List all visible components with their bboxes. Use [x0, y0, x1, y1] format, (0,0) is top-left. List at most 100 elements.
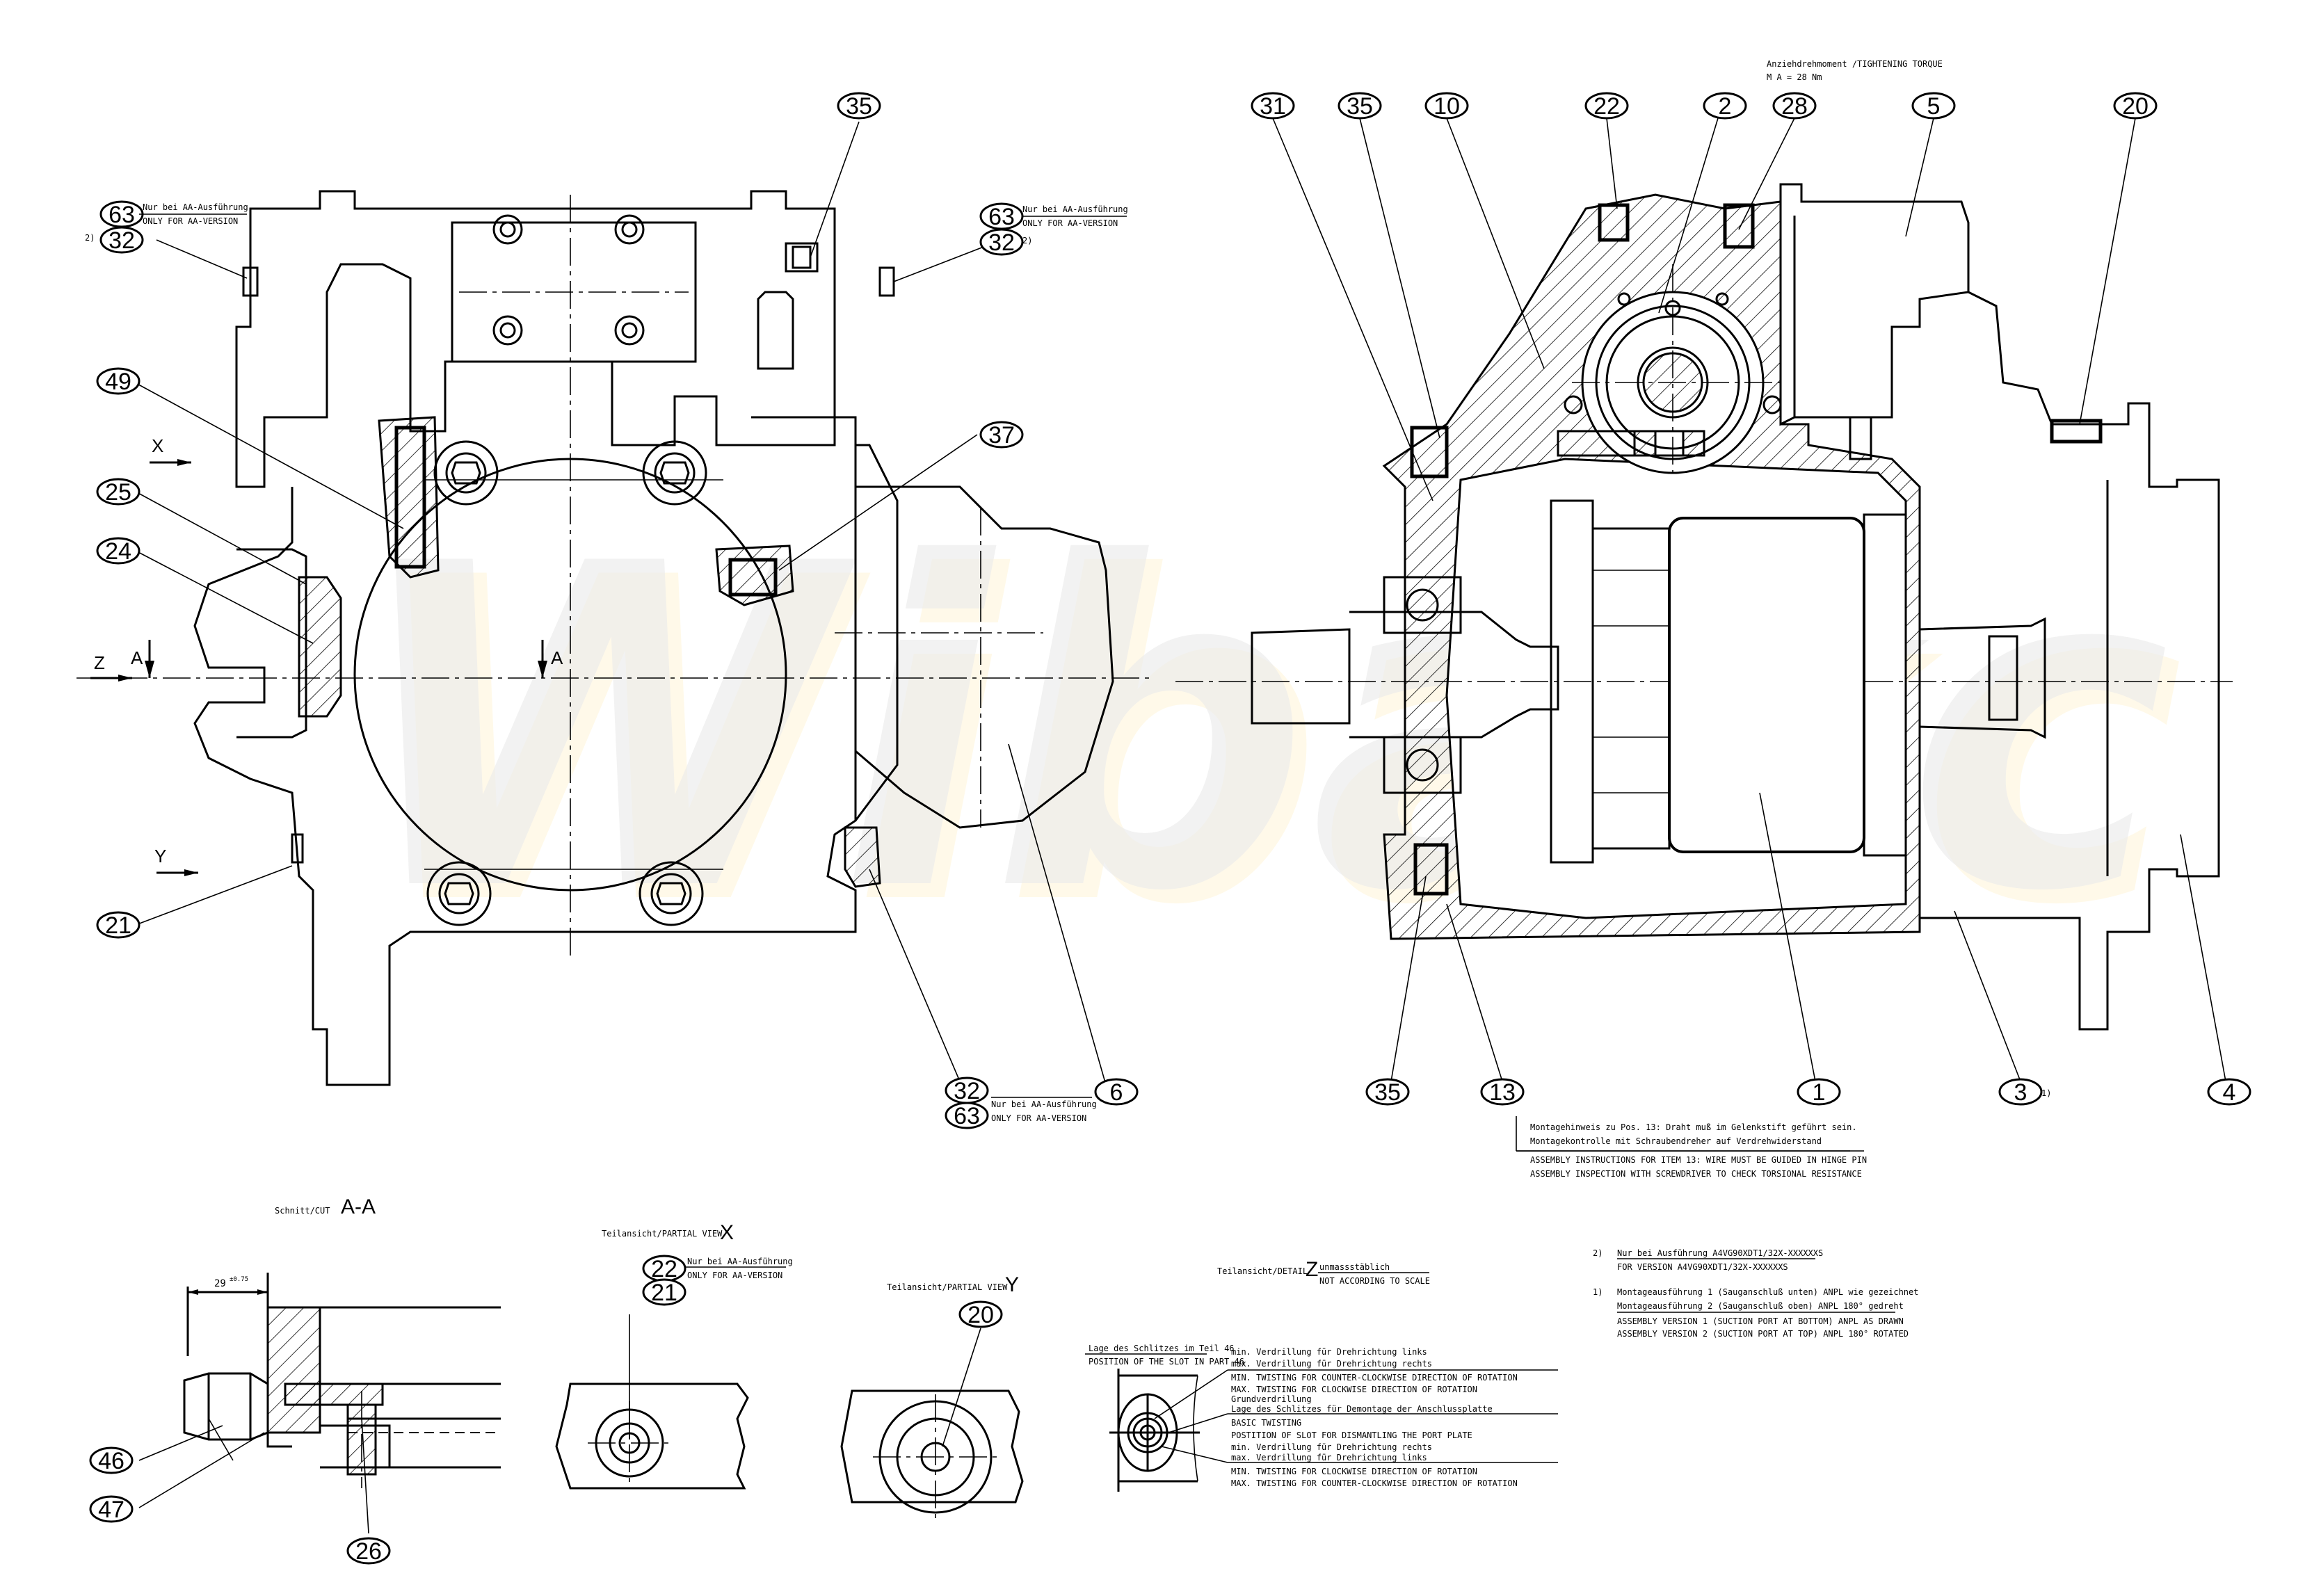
balloon-outline: [89, 1495, 134, 1523]
section-a-letter: A: [131, 647, 143, 668]
balloon-outline: [96, 537, 140, 565]
svg-text:ASSEMBLY VERSION 2 (SUCTION PO: ASSEMBLY VERSION 2 (SUCTION PORT AT TOP)…: [1617, 1329, 1909, 1339]
balloon-outline: [642, 1278, 686, 1306]
item-balloon: 10: [1424, 92, 1469, 120]
svg-text:Grundverdrillung: Grundverdrillung: [1231, 1394, 1312, 1404]
item-balloon: 6: [1094, 1078, 1139, 1106]
balloon-outline: [1251, 92, 1295, 120]
balloon-number: 22: [651, 1256, 677, 1282]
item-balloon: 21: [96, 911, 140, 939]
svg-text:Nur bei AA-Ausführung: Nur bei AA-Ausführung: [143, 202, 248, 212]
balloon-outline: [979, 421, 1024, 449]
item-balloon: 35: [1338, 92, 1382, 120]
svg-text:ONLY FOR AA-VERSION: ONLY FOR AA-VERSION: [687, 1271, 782, 1280]
balloon-number: 28: [1781, 93, 1808, 120]
item-balloon: 31: [1251, 92, 1295, 120]
item-balloon: 47: [89, 1495, 134, 1523]
torque-note: Anziehdrehmoment /TIGHTENING TORQUE M A …: [1767, 59, 1943, 82]
partial-x-title: Teilansicht/PARTIAL VIEW X Nur bei AA-Au…: [602, 1221, 793, 1280]
item-balloon: 21: [642, 1278, 686, 1306]
balloon-number: 31: [1260, 93, 1286, 120]
balloon-number: 35: [1347, 93, 1373, 120]
partial-view-x: [555, 1383, 749, 1490]
svg-text:Nur bei AA-Ausführung: Nur bei AA-Ausführung: [687, 1257, 793, 1266]
cut-aa-title: Schnitt/CUT A-A 29 ±0.75: [214, 1195, 376, 1289]
balloon-number: 4: [2223, 1079, 2236, 1106]
svg-text:2): 2): [1593, 1248, 1603, 1258]
balloon-outline: [2207, 1078, 2251, 1106]
balloon-number: 46: [98, 1448, 125, 1474]
svg-text:min. Verdrillung für Drehricht: min. Verdrillung für Drehrichtung links: [1231, 1347, 1427, 1357]
balloon-outline: [837, 92, 881, 120]
balloon-number: 32: [954, 1078, 980, 1104]
balloon-outline: [1365, 1078, 1410, 1106]
svg-text:ONLY FOR AA-VERSION: ONLY FOR AA-VERSION: [143, 216, 238, 226]
balloon-outline: [89, 1446, 134, 1474]
svg-text:max. Verdrillung für Drehricht: max. Verdrillung für Drehrichtung links: [1231, 1453, 1427, 1462]
svg-text:Montageausführung 2 (Saugansch: Montageausführung 2 (Sauganschluß oben) …: [1617, 1301, 1904, 1311]
svg-text:Montagehinweis zu Pos. 13: Dra: Montagehinweis zu Pos. 13: Draht muß im …: [1530, 1122, 1857, 1132]
balloon-number: 63: [988, 204, 1015, 230]
bolt: [426, 861, 492, 926]
svg-text:MAX. TWISTING FOR COUNTER-CLOC: MAX. TWISTING FOR COUNTER-CLOCKWISE DIRE…: [1231, 1478, 1518, 1488]
detail-z-view: [1085, 1353, 1558, 1492]
balloon-number: 35: [846, 93, 872, 120]
svg-text:1): 1): [1593, 1287, 1603, 1297]
svg-text:max. Verdrillung für Drehricht: max. Verdrillung für Drehrichtung rechts: [1231, 1359, 1432, 1369]
svg-text:2): 2): [1022, 236, 1032, 245]
balloon-number: 63: [109, 202, 135, 228]
balloon-number: 63: [954, 1103, 980, 1129]
item-balloon: 1: [1797, 1078, 1841, 1106]
svg-text:Lage des Schlitzes im Teil 46: Lage des Schlitzes im Teil 46: [1089, 1344, 1235, 1353]
balloon-number: 6: [1110, 1079, 1123, 1106]
item-balloon: 46: [89, 1446, 134, 1474]
item-balloon: 13: [1480, 1078, 1525, 1106]
item-balloon: 32: [945, 1077, 989, 1104]
item-balloon: 32: [979, 228, 1024, 256]
svg-text:Nur bei Ausführung A4VG90XDT1/: Nur bei Ausführung A4VG90XDT1/32X-XXXXXX…: [1617, 1248, 1823, 1258]
svg-text:MAX. TWISTING FOR CLOCKWISE DI: MAX. TWISTING FOR CLOCKWISE DIRECTION OF…: [1231, 1385, 1477, 1394]
item-balloon: 2: [1703, 92, 1747, 120]
balloon-number: 47: [98, 1497, 125, 1523]
svg-text:POSITION OF THE SLOT IN PART 4: POSITION OF THE SLOT IN PART 46: [1089, 1357, 1244, 1367]
svg-text:min. Verdrillung für Drehricht: min. Verdrillung für Drehrichtung rechts: [1231, 1442, 1432, 1452]
balloon-outline: [2113, 92, 2158, 120]
balloon-outline: [1584, 92, 1629, 120]
balloon-number: 25: [105, 479, 131, 506]
balloon-outline: [1424, 92, 1469, 120]
section-view: [1175, 183, 2233, 1031]
balloon-number: 10: [1433, 93, 1460, 120]
item-balloon: 22: [1584, 92, 1629, 120]
item-balloon: 25: [96, 478, 140, 506]
svg-text:ASSEMBLY VERSION 1 (SUCTION PO: ASSEMBLY VERSION 1 (SUCTION PORT AT BOTT…: [1617, 1316, 1904, 1326]
svg-text:Teilansicht/DETAIL: Teilansicht/DETAIL: [1217, 1266, 1308, 1276]
svg-text:Lage des Schlitzes für Demonta: Lage des Schlitzes für Demontage der Ans…: [1231, 1404, 1493, 1414]
balloon-outline: [1998, 1078, 2043, 1106]
bolt: [639, 861, 704, 926]
svg-text:Nur bei AA-Ausführung: Nur bei AA-Ausführung: [1022, 204, 1128, 214]
view-z-letter: Z: [94, 652, 105, 673]
view-x-letter: X: [152, 435, 163, 456]
item-balloon: 63: [979, 202, 1024, 230]
balloon-outline: [96, 478, 140, 506]
svg-text:ASSEMBLY INSPECTION WITH SCREW: ASSEMBLY INSPECTION WITH SCREWDRIVER TO …: [1530, 1169, 1862, 1179]
balloon-number: 26: [355, 1538, 382, 1565]
balloon-outline: [1094, 1078, 1139, 1106]
dimension-tolerance: ±0.75: [230, 1276, 248, 1283]
balloon-outline: [958, 1300, 1003, 1328]
item-balloon: 49: [96, 367, 140, 395]
balloon-outline: [1480, 1078, 1525, 1106]
balloon-number: 24: [105, 538, 131, 565]
balloon-number: 32: [988, 229, 1015, 256]
balloon-number: 22: [1593, 93, 1620, 120]
svg-text:MIN. TWISTING FOR COUNTER-CLOC: MIN. TWISTING FOR COUNTER-CLOCKWISE DIRE…: [1231, 1373, 1518, 1383]
assembly-note: Montagehinweis zu Pos. 13: Draht muß im …: [1530, 1122, 1867, 1179]
svg-text:ONLY FOR AA-VERSION: ONLY FOR AA-VERSION: [991, 1113, 1086, 1123]
aa-note-right: Nur bei AA-Ausführung ONLY FOR AA-VERSIO…: [1022, 204, 1128, 245]
svg-text:FOR VERSION A4VG90XDT1/32X-XXX: FOR VERSION A4VG90XDT1/32X-XXXXXXS: [1617, 1262, 1788, 1272]
balloon-number: 37: [988, 422, 1015, 449]
balloon-outline: [96, 911, 140, 939]
balloon-number: 35: [1374, 1079, 1401, 1106]
svg-text:ASSEMBLY INSTRUCTIONS FOR ITEM: ASSEMBLY INSTRUCTIONS FOR ITEM 13: WIRE …: [1530, 1155, 1867, 1165]
